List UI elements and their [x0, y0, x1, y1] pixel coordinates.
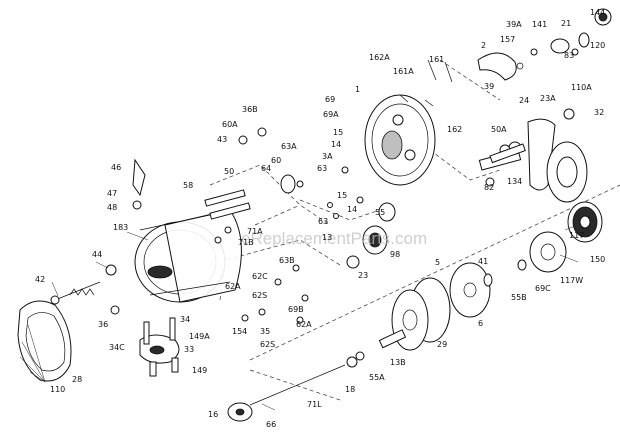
label-43: 43: [217, 135, 227, 144]
label-71A: 71A: [247, 227, 263, 236]
label-16: 16: [208, 410, 218, 419]
label-3A: 3A: [322, 152, 333, 161]
label-69C: 69C: [535, 284, 551, 293]
harness-plate: [17, 300, 72, 382]
label-58: 58: [183, 181, 193, 190]
label-69: 69: [325, 95, 335, 104]
label-35: 35: [260, 327, 270, 336]
label-141: 141: [532, 20, 547, 29]
label-161A: 161A: [393, 67, 414, 76]
label-63B: 63B: [279, 256, 295, 265]
label-183: 183: [113, 223, 128, 232]
label-63A: 63A: [281, 142, 297, 151]
rod-clamp: [139, 317, 180, 377]
label-83: 83: [564, 51, 574, 60]
label-157: 157: [500, 35, 515, 44]
label-63-mid: 63: [318, 217, 328, 226]
label-29: 29: [437, 340, 447, 349]
label-150: 150: [590, 255, 605, 264]
label-14-top: 14: [331, 140, 341, 149]
gear-and-drag-stack: [346, 201, 603, 351]
label-46: 46: [111, 163, 121, 172]
label-110A: 110A: [571, 83, 592, 92]
label-39: 39: [484, 82, 494, 91]
label-154: 154: [232, 327, 247, 336]
label-24: 24: [519, 96, 529, 105]
label-110: 110: [50, 385, 65, 394]
label-71B: 71B: [238, 238, 254, 247]
label-1: 1: [355, 85, 360, 94]
label-64: 64: [261, 164, 271, 173]
label-34: 34: [180, 315, 190, 324]
label-14-mid: 14: [347, 205, 357, 214]
label-23: 23: [358, 271, 368, 280]
label-2: 2: [481, 41, 486, 50]
label-117W: 117W: [560, 276, 583, 285]
label-62A-bottom: 62A: [296, 320, 312, 329]
label-144: 144: [590, 8, 605, 17]
label-55B: 55B: [511, 293, 527, 302]
label-62C: 62C: [252, 272, 268, 281]
shafts-and-springs: [50, 143, 526, 406]
label-66: 66: [266, 420, 276, 429]
label-41: 41: [478, 257, 488, 266]
label-32: 32: [594, 108, 604, 117]
label-13: 13: [322, 233, 332, 242]
label-28: 28: [72, 375, 82, 384]
label-48: 48: [107, 203, 117, 212]
label-42: 42: [35, 275, 45, 284]
label-44: 44: [92, 250, 102, 259]
label-62S-top: 62S: [252, 291, 267, 300]
label-50: 50: [224, 167, 234, 176]
label-149A: 149A: [189, 332, 210, 341]
label-69B: 69B: [288, 305, 304, 314]
label-117: 117: [569, 231, 584, 240]
reel-frame: [105, 158, 251, 303]
leader-lines: [19, 225, 579, 411]
label-13B: 13B: [390, 358, 406, 367]
label-161: 161: [429, 55, 444, 64]
part-labels: 144 21 39A 141 157 2 120 83 161 162A 161…: [35, 8, 605, 429]
label-120: 120: [590, 41, 605, 50]
label-50A: 50A: [491, 125, 507, 134]
label-39A: 39A: [506, 20, 522, 29]
label-21: 21: [561, 19, 571, 28]
label-18: 18: [345, 385, 355, 394]
label-149: 149: [192, 366, 207, 375]
label-69A: 69A: [323, 110, 339, 119]
label-98: 98: [390, 250, 400, 259]
label-55: 55: [375, 208, 385, 217]
small-parts: [110, 48, 579, 324]
pinion-gear: [227, 402, 253, 422]
label-36B: 36B: [242, 105, 258, 114]
label-33: 33: [184, 345, 194, 354]
label-15-mid: 15: [337, 191, 347, 200]
label-71L: 71L: [307, 400, 322, 409]
watermark-text: eReplacementParts.com: [241, 229, 427, 248]
label-23A: 23A: [540, 94, 556, 103]
handle-assembly: [477, 8, 612, 203]
label-162: 162: [447, 125, 462, 134]
label-47: 47: [107, 189, 117, 198]
label-36: 36: [98, 320, 108, 329]
label-34C: 34C: [109, 343, 125, 352]
label-60: 60: [271, 156, 281, 165]
assembly-guide-lines: [209, 59, 620, 401]
label-62A-top: 62A: [225, 282, 241, 291]
label-62S-bottom: 62S: [260, 340, 275, 349]
label-134: 134: [507, 177, 522, 186]
label-5: 5: [435, 258, 440, 267]
label-82: 82: [484, 183, 494, 192]
label-6: 6: [478, 319, 483, 328]
label-63-top: 63: [317, 164, 327, 173]
label-162A: 162A: [369, 53, 390, 62]
label-55A: 55A: [369, 373, 385, 382]
label-15-top: 15: [333, 128, 343, 137]
side-plate: [364, 59, 453, 186]
label-60A: 60A: [222, 120, 238, 129]
